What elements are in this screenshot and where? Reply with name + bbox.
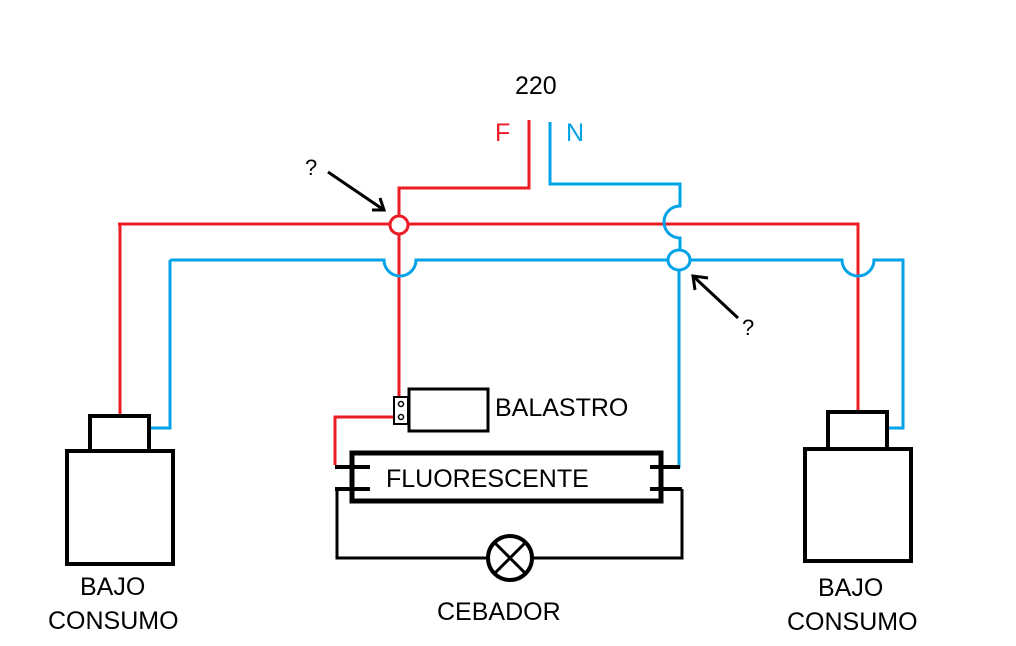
- annotation-neutral: ?: [691, 274, 754, 340]
- annotation-phase: ?: [305, 155, 387, 212]
- arrowhead-icon: [691, 274, 709, 291]
- left-lamp: BAJO CONSUMO: [48, 414, 179, 635]
- neutral-junction: [666, 248, 692, 272]
- right-lamp-label-line1: BAJO: [818, 574, 883, 602]
- tube-body: [349, 450, 664, 504]
- question-mark-phase: ?: [305, 155, 317, 180]
- neutral-supply-wire: [548, 122, 682, 250]
- starter-wire-right: [533, 489, 684, 560]
- left-lamp-base: [88, 414, 151, 453]
- ballast-body: [407, 387, 490, 433]
- right-lamp-body: [803, 447, 913, 563]
- ballast-terminal-1: [397, 400, 405, 408]
- ballast: BALASTRO: [393, 387, 628, 433]
- arrow-icon: [691, 274, 740, 320]
- phase-bus-right: [409, 222, 860, 412]
- neutral-wiring: [150, 122, 905, 468]
- phase-supply-wire: [397, 120, 531, 217]
- voltage-label: 220: [515, 72, 557, 100]
- starter-label: CEBADOR: [437, 598, 561, 626]
- starter-circuit: CEBADOR: [335, 489, 684, 626]
- tube-label: FLUORESCENTE: [386, 465, 589, 493]
- right-lamp: BAJO CONSUMO: [787, 410, 918, 636]
- neutral-label: N: [566, 119, 584, 147]
- arrowhead-icon: [372, 197, 387, 212]
- left-lamp-label-line1: BAJO: [80, 573, 145, 601]
- ballast-label: BALASTRO: [495, 394, 628, 422]
- neutral-bus-right: [689, 258, 905, 430]
- right-lamp-label-line2: CONSUMO: [787, 608, 918, 636]
- ballast-terminal-2: [397, 413, 405, 421]
- phase-label: F: [495, 119, 510, 147]
- neutral-bus: [150, 258, 670, 430]
- starter-cross-icon: [492, 540, 528, 576]
- fluorescent-tube: FLUORESCENTE: [335, 450, 682, 504]
- arrow-icon: [327, 170, 385, 212]
- tube-right-pins: [650, 465, 682, 491]
- left-lamp-label-line2: CONSUMO: [48, 607, 179, 635]
- left-lamp-body: [65, 449, 175, 566]
- phase-wiring: [118, 120, 860, 465]
- question-mark-neutral: ?: [742, 315, 754, 340]
- starter-wire-left: [335, 489, 487, 560]
- right-lamp-base: [826, 410, 889, 451]
- phase-junction: [388, 214, 410, 236]
- ballast-to-tube-wire: [333, 415, 398, 465]
- tube-left-pins: [335, 465, 370, 491]
